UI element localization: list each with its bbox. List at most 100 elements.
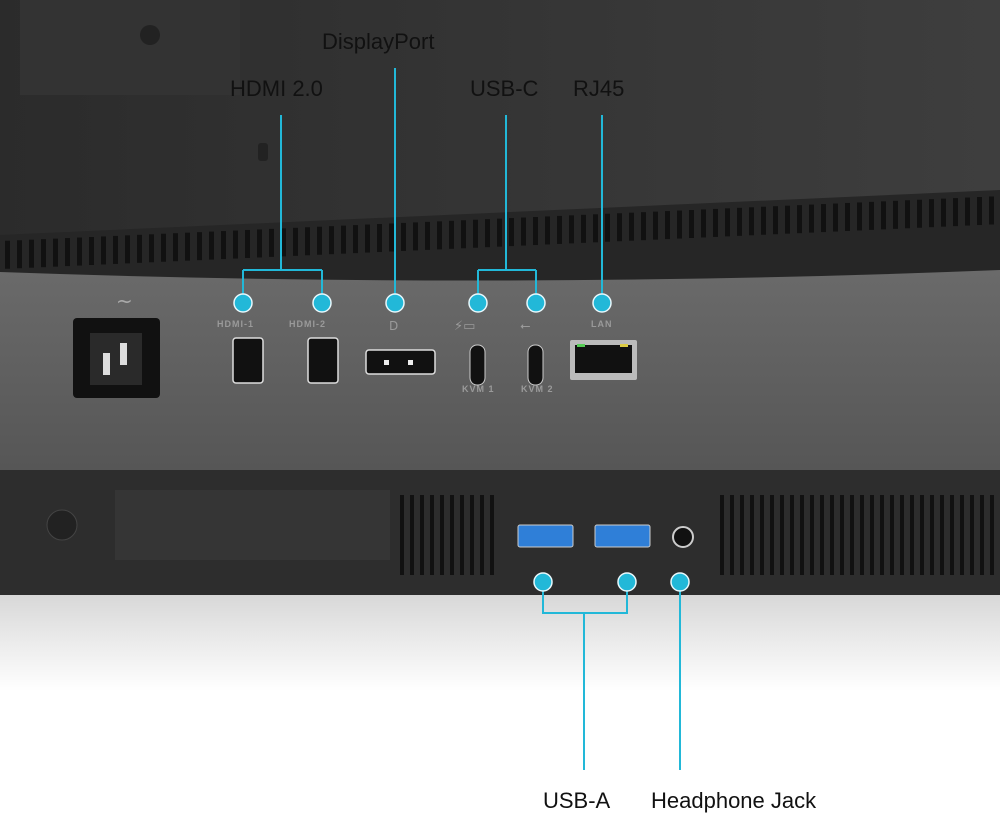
vent-slot (953, 198, 958, 227)
vent-slot (41, 239, 46, 268)
thunderbolt-laptop-icon: ⚡▭ (454, 319, 475, 334)
vent-slot (221, 231, 226, 260)
vent-slot (149, 234, 154, 263)
vent-slot (65, 238, 70, 267)
vent-slot (557, 215, 562, 244)
vent-slot (365, 224, 370, 253)
vent-slot (400, 495, 404, 575)
vent-slot (430, 495, 434, 575)
floor (0, 595, 1000, 835)
vent-slot (509, 218, 514, 247)
vent-slot (893, 200, 898, 229)
vent-slot (440, 495, 444, 575)
vent-slot (353, 225, 358, 254)
headphone-port (672, 526, 694, 548)
vent-slot (233, 230, 238, 259)
vent-slot (800, 495, 804, 575)
vent-slot (53, 238, 58, 267)
vent-slot (950, 495, 954, 575)
vent-slot (480, 495, 484, 575)
vent-slot (293, 227, 298, 256)
vent-slot (485, 219, 490, 248)
vent-slot (689, 209, 694, 238)
vent-slot (770, 495, 774, 575)
vent-slot (101, 236, 106, 265)
vent-slot (617, 213, 622, 242)
vent-slot (305, 227, 310, 256)
kvm2-label: KVM 2 (521, 384, 554, 394)
vent-slot (840, 495, 844, 575)
vent-slot (593, 214, 598, 243)
vent-slot (785, 205, 790, 234)
vent-slot (125, 235, 130, 264)
vent-slot (341, 225, 346, 254)
vent-slot (569, 215, 574, 244)
callout-usba: USB-A (543, 788, 611, 813)
vent-slot (790, 495, 794, 575)
vent-slot (880, 495, 884, 575)
vent-slot (401, 222, 406, 251)
screw-icon (140, 25, 160, 45)
vent-slot (870, 495, 874, 575)
vent-slot (629, 212, 634, 241)
vent-slot (941, 198, 946, 227)
vent-slot (113, 235, 118, 264)
vent-slot (881, 201, 886, 230)
vent-slot (185, 232, 190, 261)
kensington-lock-icon (258, 143, 268, 161)
button (46, 509, 78, 541)
vent-slot (900, 495, 904, 575)
vent-slot (780, 495, 784, 575)
ac-icon: ~ (116, 289, 133, 313)
vent-slot (665, 211, 670, 240)
vent-slot (830, 495, 834, 575)
vent-slot (605, 213, 610, 242)
vent-slot (521, 217, 526, 246)
hdmi2-port (307, 337, 339, 384)
vent-slot (701, 209, 706, 238)
vent-slot (930, 495, 934, 575)
vent-slot (173, 233, 178, 262)
usbc-kvm2-port (527, 344, 544, 386)
vent-slot (989, 196, 994, 225)
vent-slot (533, 217, 538, 246)
stand-mount (20, 0, 240, 95)
vent-slot (980, 495, 984, 575)
vent-slot (161, 233, 166, 262)
vent-slot (653, 211, 658, 240)
vent-slot (910, 495, 914, 575)
callout-usbc: USB-C (470, 76, 539, 101)
vent-slot (720, 495, 724, 575)
vent-slot (850, 495, 854, 575)
vent-slot (713, 208, 718, 237)
hdmi1-label: HDMI-1 (217, 319, 254, 329)
vent-slot (17, 240, 22, 269)
vent-slot (137, 234, 142, 263)
vent-slot (970, 495, 974, 575)
vent-slot (920, 495, 924, 575)
vent-slot (460, 495, 464, 575)
callout-rj45: RJ45 (573, 76, 624, 101)
vent-slot (29, 239, 34, 268)
vent-slot (269, 228, 274, 257)
vent-slot (473, 219, 478, 248)
vent-slot (389, 223, 394, 252)
vent-slot (965, 197, 970, 226)
vent-slot (490, 495, 494, 575)
vent-slot (449, 220, 454, 249)
cover-plate (115, 490, 390, 560)
vent-slot (425, 221, 430, 250)
vent-slot (545, 216, 550, 245)
vent-slot (677, 210, 682, 239)
vent-slot (773, 206, 778, 235)
vent-slot (760, 495, 764, 575)
callout-lines (242, 68, 681, 770)
vent-slot (810, 495, 814, 575)
vent-slot (420, 495, 424, 575)
vent-slot (857, 202, 862, 231)
kvm1-label: KVM 1 (462, 384, 495, 394)
vent-slot (869, 201, 874, 230)
vent-slot (725, 208, 730, 237)
